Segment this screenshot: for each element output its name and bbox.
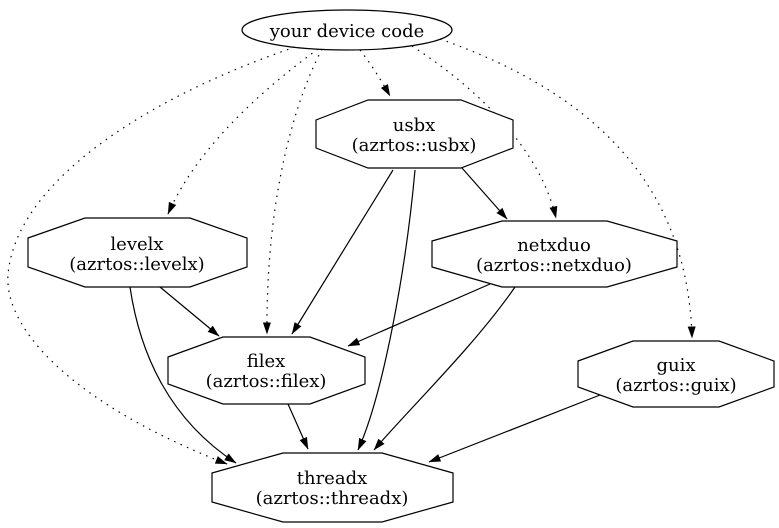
- edge-levelx-threadx: [129, 286, 237, 464]
- edge-usbx-filex: [291, 169, 394, 335]
- edge-netxduo-threadx: [373, 286, 516, 451]
- edge-usbx-netxduo: [461, 167, 508, 220]
- edge-filex-threadx: [287, 403, 309, 450]
- node-levelx-shape: [27, 217, 248, 288]
- node-levelx-title: levelx: [110, 234, 163, 255]
- node-threadx-shape: [211, 452, 454, 523]
- node-guix-subtitle: (azrtos::guix): [615, 375, 736, 396]
- node-netxduo-subtitle: (azrtos::netxduo): [476, 255, 632, 276]
- edge-device-levelx: [167, 48, 319, 215]
- node-device: your device code: [241, 9, 453, 51]
- edge-levelx-filex: [159, 286, 220, 337]
- node-guix-title: guix: [656, 355, 695, 376]
- edge-device-usbx: [359, 49, 391, 97]
- node-filex-subtitle: (azrtos::filex): [206, 371, 327, 392]
- node-device-label: your device code: [269, 21, 425, 42]
- node-usbx-title: usbx: [393, 115, 436, 136]
- edge-guix-threadx: [428, 394, 601, 463]
- node-netxduo-shape: [431, 220, 678, 288]
- node-levelx-subtitle: (azrtos::levelx): [69, 254, 204, 275]
- node-levelx: levelx (azrtos::levelx): [27, 217, 248, 288]
- node-threadx-title: threadx: [297, 468, 368, 489]
- edge-device-filex: [262, 48, 323, 335]
- node-threadx-subtitle: (azrtos::threadx): [256, 488, 409, 509]
- node-device-shape: [241, 9, 453, 51]
- node-guix: guix (azrtos::guix): [577, 340, 775, 408]
- edge-netxduo-filex: [347, 283, 491, 347]
- node-usbx-subtitle: (azrtos::usbx): [352, 135, 477, 156]
- node-usbx: usbx (azrtos::usbx): [315, 99, 514, 169]
- node-guix-shape: [577, 340, 775, 408]
- edge-device-guix: [439, 38, 696, 339]
- node-netxduo-title: netxduo: [517, 235, 591, 256]
- node-filex-shape: [167, 336, 366, 405]
- node-usbx-shape: [315, 99, 514, 169]
- node-netxduo: netxduo (azrtos::netxduo): [431, 220, 678, 288]
- node-filex-title: filex: [247, 351, 286, 372]
- node-filex: filex (azrtos::filex): [167, 336, 366, 405]
- node-threadx: threadx (azrtos::threadx): [211, 452, 454, 523]
